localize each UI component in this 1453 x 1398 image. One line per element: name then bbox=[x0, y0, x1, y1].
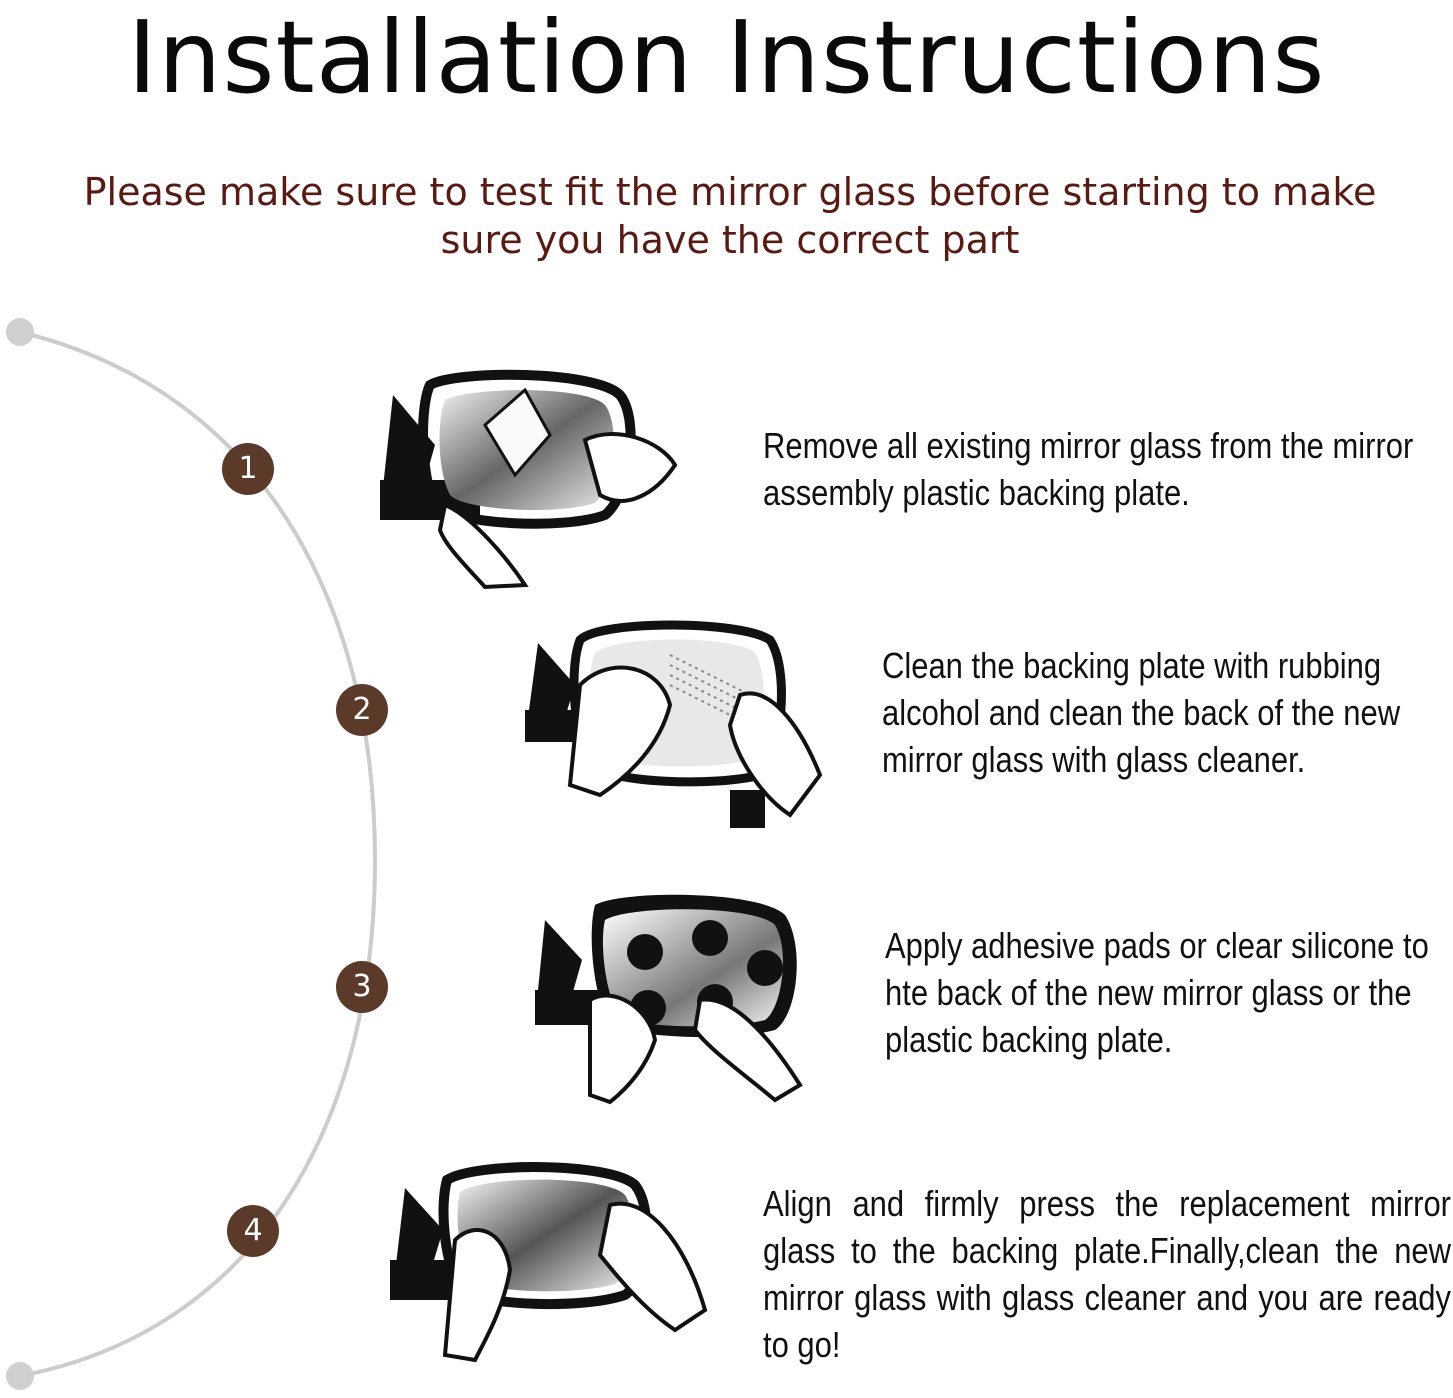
step-3-text: Apply adhesive pads or clear silicone to… bbox=[885, 925, 1429, 1060]
page-title: Installation Instructions bbox=[127, 0, 1326, 116]
step-2-badge: 2 bbox=[336, 684, 388, 736]
step-1-text: Remove all existing mirror glass from th… bbox=[763, 425, 1414, 513]
step-3-badge: 3 bbox=[336, 961, 388, 1013]
step-1-badge: 1 bbox=[222, 443, 274, 495]
subtitle-notice: Please make sure to test fit the mirror … bbox=[83, 170, 1377, 262]
press-glass-icon bbox=[390, 1162, 708, 1363]
remove-glass-icon bbox=[380, 369, 678, 590]
step-4-badge: 4 bbox=[227, 1205, 279, 1257]
timeline-start-dot bbox=[6, 318, 34, 346]
adhesive-pads-icon bbox=[535, 894, 803, 1105]
step-4-text: Align and firmly press the replacement m… bbox=[763, 1183, 1451, 1365]
step-2-text: Clean the backing plate with rubbing alc… bbox=[882, 645, 1401, 780]
clean-plate-icon bbox=[525, 620, 823, 828]
timeline-end-dot bbox=[6, 1362, 34, 1390]
